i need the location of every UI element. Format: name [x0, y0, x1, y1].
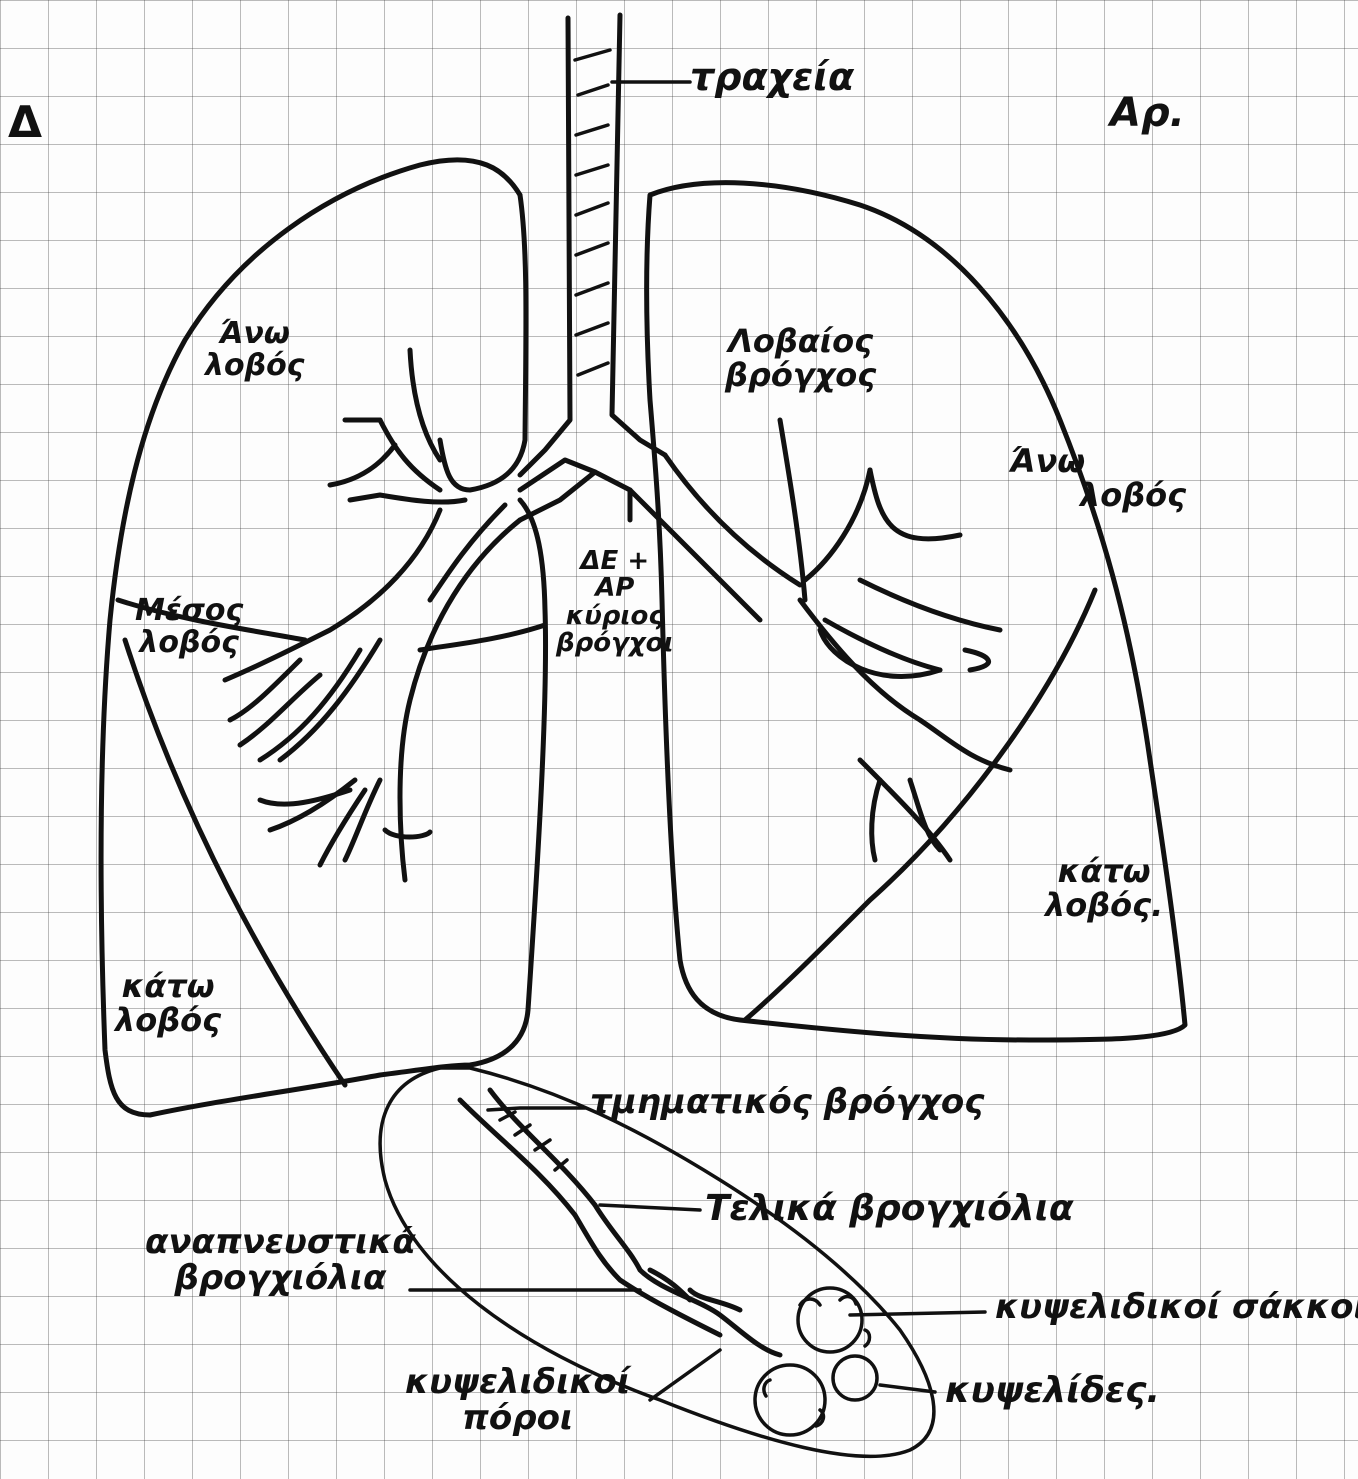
- right-upper-lobe-label: Άνω λοβός: [205, 318, 304, 381]
- label-line: Μέσος: [135, 595, 243, 627]
- label-line: λοβός: [115, 1004, 221, 1038]
- label-line: ΑΡ: [556, 575, 674, 602]
- label-line: αναπνευστικά: [145, 1225, 416, 1261]
- alveolar-sacs-label: κυψελιδικοί σάκκοι: [995, 1290, 1358, 1326]
- right-middle-lobe-label: Μέσος λοβός: [135, 595, 243, 658]
- label-line: βρόγχος: [725, 359, 876, 393]
- lobar-bronchus-label: Λοβαίος βρόγχος: [725, 325, 876, 392]
- label-line: λοβός: [135, 627, 243, 659]
- side-mark-right: Αρ.: [1110, 92, 1185, 134]
- label-line: βρόγχοι: [556, 630, 674, 657]
- leader-lines: [410, 1108, 985, 1400]
- alveolar-ducts-label: κυψελιδικοί πόροι: [405, 1365, 630, 1436]
- label-line: πόροι: [405, 1401, 630, 1437]
- label-line: κάτω: [115, 970, 221, 1004]
- label-line: λοβός: [205, 350, 304, 382]
- label-line: κυψελιδικοί: [405, 1365, 630, 1401]
- segmental-bronchus-label: τμηματικός βρόγχος: [590, 1085, 984, 1121]
- label-line: βρογχιόλια: [145, 1261, 416, 1297]
- trachea-drawing: [520, 15, 690, 520]
- label-line: Άνω: [205, 318, 304, 350]
- label-line: κάτω: [1045, 855, 1163, 889]
- trachea-label: τραχεία: [690, 58, 854, 98]
- label-line: Λοβαίος: [725, 325, 876, 359]
- left-lower-lobe-label: κάτω λοβός.: [1045, 855, 1163, 922]
- label-line: λοβός: [1010, 479, 1186, 513]
- respiratory-bronchioles-label: αναπνευστικά βρογχιόλια: [145, 1225, 416, 1296]
- side-mark-left: Δ: [8, 100, 42, 146]
- label-line: ΔΕ +: [556, 548, 674, 575]
- main-bronchi-label: ΔΕ + ΑΡ κύριος βρόγχοι: [556, 548, 674, 657]
- terminal-bronchioles-label: Τελικά βρογχιόλια: [705, 1190, 1074, 1228]
- label-line: κύριος: [556, 603, 674, 630]
- label-line: Άνω: [1010, 445, 1186, 479]
- left-upper-lobe-label: Άνω λοβός: [1010, 445, 1186, 512]
- right-lower-lobe-label: κάτω λοβός: [115, 970, 221, 1037]
- label-line: λοβός.: [1045, 889, 1163, 923]
- alveoli-label: κυψελίδες.: [945, 1372, 1160, 1410]
